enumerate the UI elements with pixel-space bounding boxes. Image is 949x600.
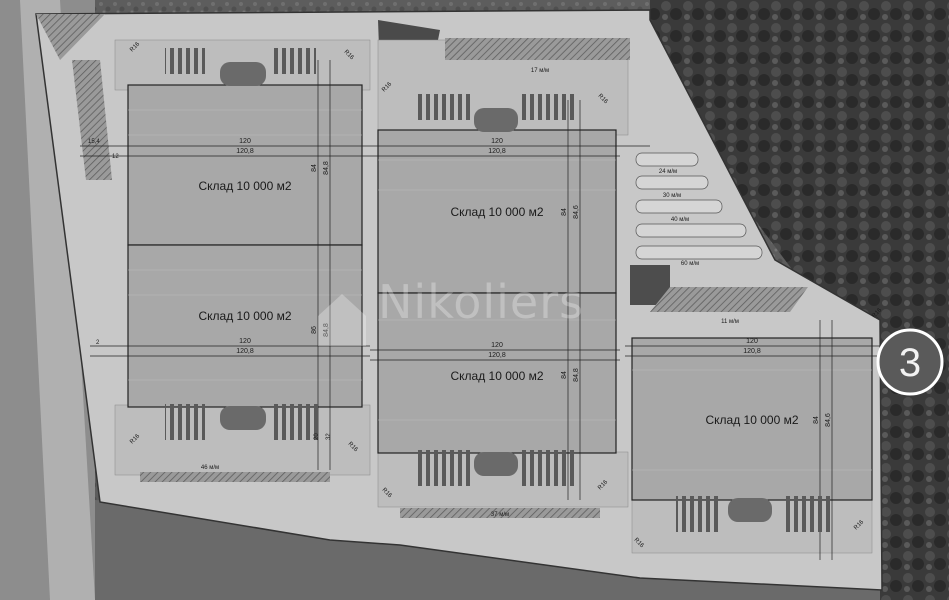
parking-label-6: 30 м/м (663, 193, 681, 199)
w2-dim-side-inner: 86 (311, 326, 318, 334)
warehouse-4 (377, 292, 617, 454)
w3-dim-side-inner: 84 (561, 208, 568, 216)
watermark-house-icon (318, 294, 366, 346)
w5-dim-top-outer: 120,8 (743, 348, 761, 355)
w2-dim-top-outer: 120,8 (236, 348, 254, 355)
parking-strip-bottom-mid (400, 508, 600, 518)
parking-label-1: 17 м/м (531, 68, 549, 74)
parking-rows-east (635, 152, 763, 260)
site-number-circle (876, 328, 944, 396)
parking-label-4: 11 м/м (721, 319, 739, 325)
docks-w4b (522, 450, 574, 486)
w1-dim-top-inner: 120 (239, 138, 251, 145)
parking-label-5: 24 м/м (659, 169, 677, 175)
road-left (20, 0, 95, 600)
watermark-logo: Nikoliers (318, 275, 584, 346)
parking-label-8: 60 м/м (681, 261, 699, 267)
docks-w1b (270, 48, 316, 74)
w4-dim-side-inner: 84 (561, 371, 568, 379)
w4-dim-top-outer: 120,8 (488, 352, 506, 359)
w1-dim-top-outer: 120,8 (236, 148, 254, 155)
parking-strip-bottom-left (140, 472, 330, 482)
w2-dim-top-inner: 120 (239, 338, 251, 345)
parking-label-2: 46 м/м (201, 465, 219, 471)
warehouse-5-label: Склад 10 000 м2 (705, 413, 798, 427)
w5-dim-side-inner: 84 (813, 416, 820, 424)
docks-w5 (676, 496, 720, 532)
w5-dim-top-inner: 120 (746, 338, 758, 345)
w1-dim-side-inner: 84 (311, 164, 318, 172)
hatched-corner (36, 14, 105, 60)
w2-dim-side-outer: 84,8 (323, 323, 330, 337)
watermark-text: Nikoliers (378, 275, 584, 329)
warehouse-2-label: Склад 10 000 м2 (198, 309, 291, 323)
parking-label-7: 40 м/м (671, 217, 689, 223)
w4-dim-side-outer: 84,8 (573, 368, 580, 382)
offset-label-5: 20 (314, 433, 320, 440)
pad-2 (474, 108, 518, 132)
offset-label-1: 15,4 (88, 139, 100, 145)
warehouse-1-label: Склад 10 000 м2 (198, 179, 291, 193)
docks-w3 (418, 94, 470, 120)
warehouse-3-label: Склад 10 000 м2 (450, 205, 543, 219)
docks-w5b (782, 496, 832, 532)
forest-area (650, 0, 949, 600)
warehouse-3 (377, 129, 617, 294)
pad-1 (220, 62, 266, 86)
docks-w4 (418, 450, 470, 486)
docks-w2b (270, 404, 320, 440)
pad-4 (474, 452, 518, 476)
site-number: 3 (899, 341, 921, 385)
offset-label-3: 2 (96, 340, 100, 346)
w3-dim-side-outer: 84,6 (573, 205, 580, 219)
pad-3 (220, 406, 266, 430)
parking-strip-west (72, 60, 112, 180)
w4-dim-top-inner: 120 (491, 342, 503, 349)
docks-w3b (522, 94, 574, 120)
w1-dim-side-outer: 84,8 (323, 161, 330, 175)
warehouse-1 (127, 84, 363, 246)
parking-label-3: 37 м/м (491, 512, 509, 518)
w3-dim-top-outer: 120,8 (488, 148, 506, 155)
docks-w1 (165, 48, 205, 74)
w5-dim-side-outer: 84,6 (825, 413, 832, 427)
parking-strip-east (650, 287, 808, 312)
docks-w2 (165, 404, 205, 440)
w3-dim-top-inner: 120 (491, 138, 503, 145)
offset-label-2: 12 (112, 154, 119, 160)
offset-label-4: 32 (326, 433, 332, 440)
pad-5 (728, 498, 772, 522)
parking-strip-north (445, 38, 630, 60)
warehouse-4-label: Склад 10 000 м2 (450, 369, 543, 383)
